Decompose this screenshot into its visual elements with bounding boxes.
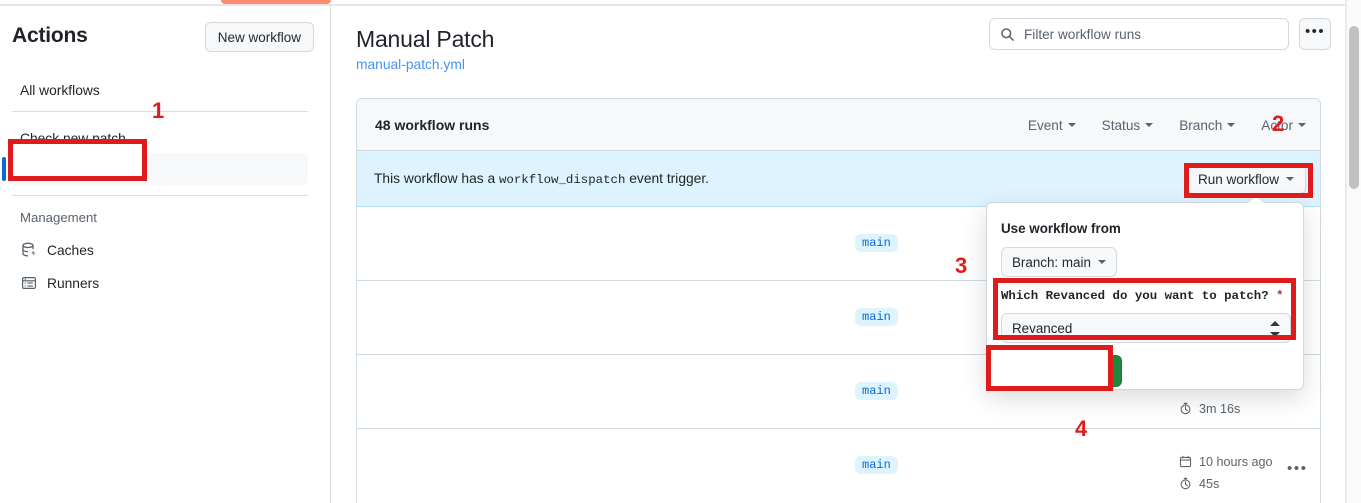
branch-badge[interactable]: main: [855, 382, 898, 400]
workflow-file-link[interactable]: manual-patch.yml: [356, 57, 465, 72]
sidebar-item-label: Runners: [47, 275, 100, 291]
top-tab-strip: [0, 0, 1361, 6]
chevron-down-icon: [1227, 123, 1236, 127]
select-stepper-icon: [1269, 321, 1280, 337]
filter-event[interactable]: Event: [1028, 118, 1076, 133]
run-duration-label: 45s: [1199, 476, 1220, 491]
filter-label: Actor: [1261, 117, 1293, 133]
workflow-input-label: Which Revanced do you want to patch? *: [1001, 289, 1284, 303]
run-date: 10 hours ago: [1179, 452, 1273, 471]
branch-badge[interactable]: main: [855, 456, 898, 474]
run-meta: 3m 16s: [1179, 399, 1240, 418]
chevron-down-icon: [1286, 177, 1294, 181]
row-more-options-button[interactable]: •••: [1287, 460, 1308, 477]
main-right-border: [1345, 0, 1346, 503]
active-tab-indicator: [221, 0, 331, 4]
table-row[interactable]: main 10 hours ago: [357, 429, 1320, 503]
workflow-dispatch-banner: This workflow has a workflow_dispatch ev…: [357, 151, 1320, 207]
cache-icon: [20, 241, 38, 259]
new-workflow-button[interactable]: New workflow: [204, 22, 314, 52]
sidebar-item-label: All workflows: [20, 82, 100, 98]
use-workflow-from-label: Use workflow from: [1001, 221, 1121, 236]
chevron-down-icon: [1067, 123, 1076, 127]
chevron-down-icon: [1145, 123, 1154, 127]
actions-sidebar: Actions New workflow All workflows Check…: [0, 6, 330, 503]
stopwatch-icon: [1179, 402, 1193, 416]
submit-run-workflow-button[interactable]: Run workflow: [1001, 355, 1123, 387]
run-duration-label: 3m 16s: [1199, 401, 1241, 416]
sidebar-item-all-workflows[interactable]: All workflows: [12, 74, 308, 106]
search-placeholder: Filter workflow runs: [1024, 26, 1142, 42]
workflow-input-label-text: Which Revanced do you want to patch?: [1001, 289, 1269, 303]
sidebar-item-check-new-patch[interactable]: Check new patch: [12, 122, 308, 154]
branch-badge[interactable]: main: [855, 234, 898, 252]
more-options-button[interactable]: •••: [1299, 18, 1331, 50]
filter-actor[interactable]: Actor: [1261, 118, 1306, 133]
runners-icon: [20, 274, 38, 292]
filter-label: Status: [1101, 117, 1141, 133]
sidebar-divider-1: [12, 111, 308, 112]
page-scrollbar-thumb[interactable]: [1349, 26, 1359, 189]
runs-panel-header: 48 workflow runs Event Status Branch: [357, 99, 1320, 151]
stopwatch-icon: [1179, 477, 1193, 491]
chevron-down-icon: [1298, 123, 1306, 127]
filter-label: Branch: [1179, 117, 1223, 133]
search-icon: [1000, 27, 1016, 42]
popover-arrow: [1248, 194, 1264, 203]
runs-filters: Event Status Branch Actor: [1028, 99, 1306, 151]
run-workflow-label: Run workflow: [1197, 171, 1279, 187]
calendar-icon: [1179, 455, 1193, 469]
dispatch-text-after: event trigger.: [629, 171, 710, 186]
run-duration: 3m 16s: [1179, 399, 1240, 418]
sidebar-header: Actions New workflow: [12, 22, 322, 56]
top-tab-underline: [0, 4, 1345, 6]
sidebar-item-label: Manual Patch: [20, 161, 109, 177]
dispatch-event-code: workflow_dispatch: [499, 173, 626, 187]
run-duration: 45s: [1179, 474, 1273, 493]
filter-label: Event: [1027, 117, 1063, 133]
page-title-actions: Actions: [12, 24, 88, 47]
sidebar-item-caches[interactable]: Caches: [12, 234, 308, 266]
page-title: Manual Patch: [356, 26, 495, 52]
branch-selector-label: Branch: main: [1012, 254, 1091, 270]
revanced-select[interactable]: Revanced: [1001, 313, 1291, 343]
search-input[interactable]: Filter workflow runs: [989, 18, 1289, 50]
sidebar-group-management: Management: [20, 210, 97, 225]
chevron-down-icon: [1097, 260, 1106, 264]
branch-selector-button[interactable]: Branch: main: [1001, 247, 1117, 277]
sidebar-item-label: Caches: [47, 242, 94, 258]
dispatch-text-before: This workflow has a: [374, 171, 496, 186]
sidebar-divider-2: [12, 195, 308, 196]
sidebar-item-label: Check new patch: [20, 130, 126, 146]
required-marker: *: [1276, 289, 1284, 303]
sidebar-main-divider: [330, 6, 331, 503]
filter-status[interactable]: Status: [1102, 118, 1154, 133]
branch-badge[interactable]: main: [855, 308, 898, 326]
sidebar-item-manual-patch[interactable]: Manual Patch: [2, 153, 308, 185]
dispatch-banner-text: This workflow has a workflow_dispatch ev…: [374, 151, 709, 208]
run-workflow-popover: Use workflow from Branch: main Which Rev…: [986, 202, 1304, 390]
run-meta: 10 hours ago 45s: [1179, 452, 1273, 493]
sidebar-item-runners[interactable]: Runners: [12, 267, 308, 299]
run-date-label: 10 hours ago: [1199, 454, 1273, 469]
revanced-select-value: Revanced: [1012, 320, 1073, 336]
workflow-runs-count: 48 workflow runs: [375, 117, 490, 133]
filter-branch[interactable]: Branch: [1179, 117, 1236, 133]
run-workflow-dropdown-button[interactable]: Run workflow: [1185, 164, 1306, 194]
